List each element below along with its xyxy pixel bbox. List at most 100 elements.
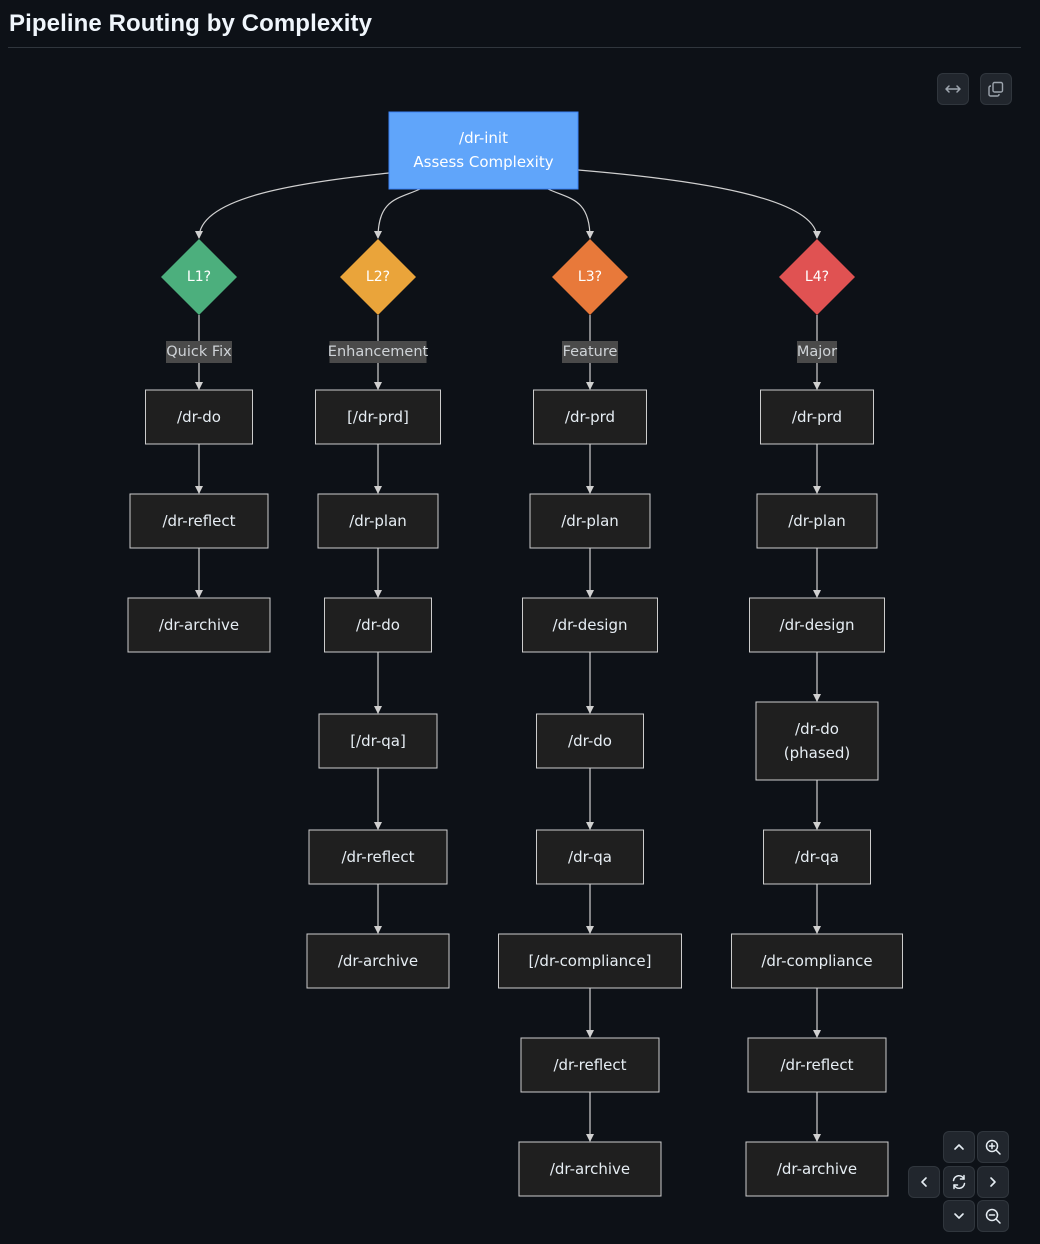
step-node[interactable]: /dr-qa — [763, 829, 871, 885]
step-box — [533, 389, 647, 445]
step-node[interactable]: /dr-prd — [760, 389, 874, 445]
step-node[interactable]: /dr-compliance — [731, 933, 903, 989]
step-node[interactable]: /dr-design — [522, 597, 658, 653]
step-label: /dr-reflect — [780, 1056, 853, 1074]
step-label: /dr-qa — [795, 848, 839, 866]
zoom-out-button[interactable] — [977, 1200, 1009, 1232]
step-box — [520, 1037, 660, 1093]
step-label: /dr-prd — [792, 408, 842, 426]
copy-icon — [987, 80, 1005, 98]
step-label: /dr-plan — [349, 512, 407, 530]
step-box — [306, 933, 450, 989]
step-node[interactable]: [/dr-qa] — [318, 713, 438, 769]
step-label: /dr-do(phased) — [784, 720, 851, 762]
step-label: /dr-plan — [561, 512, 619, 530]
reset-view-button[interactable] — [943, 1166, 975, 1198]
zoom-in-button[interactable] — [977, 1131, 1009, 1163]
zoom-in-icon — [984, 1138, 1002, 1156]
step-box — [745, 1141, 889, 1197]
decision-l2[interactable]: L2? — [340, 239, 416, 315]
step-box — [522, 597, 658, 653]
step-label: /dr-do — [177, 408, 221, 426]
step-node[interactable]: /dr-archive — [127, 597, 271, 653]
step-box — [529, 493, 651, 549]
pan-up-button[interactable] — [943, 1131, 975, 1163]
chevron-down-icon — [951, 1208, 967, 1224]
step-node[interactable]: /dr-do(phased) — [755, 701, 879, 781]
step-node[interactable]: /dr-prd — [533, 389, 647, 445]
step-node[interactable]: /dr-do — [536, 713, 644, 769]
step-box — [747, 1037, 887, 1093]
pan-down-button[interactable] — [943, 1200, 975, 1232]
step-node[interactable]: /dr-reflect — [520, 1037, 660, 1093]
edge-label-text: Quick Fix — [166, 344, 232, 360]
step-box — [127, 597, 271, 653]
step-node[interactable]: /dr-archive — [518, 1141, 662, 1197]
step-box — [315, 389, 441, 445]
decision-l4[interactable]: L4? — [779, 239, 855, 315]
step-node[interactable]: /dr-reflect — [129, 493, 269, 549]
edge-label-bg — [166, 341, 232, 363]
pan-left-button[interactable] — [908, 1166, 940, 1198]
decision-label: L2? — [366, 269, 390, 285]
step-label: /dr-qa — [568, 848, 612, 866]
node-label: Assess Complexity — [413, 153, 553, 171]
flow-edge — [547, 188, 594, 239]
step-node[interactable]: /dr-reflect — [308, 829, 448, 885]
step-node[interactable]: /dr-archive — [306, 933, 450, 989]
edge-label-bg — [329, 341, 427, 363]
pan-right-button[interactable] — [977, 1166, 1009, 1198]
step-box — [760, 389, 874, 445]
step-node[interactable]: /dr-design — [749, 597, 885, 653]
step-box — [318, 713, 438, 769]
edge-label: Quick Fix — [166, 341, 232, 363]
step-node[interactable]: /dr-do — [324, 597, 432, 653]
edge-label: Major — [797, 341, 837, 363]
step-node[interactable]: /dr-plan — [756, 493, 878, 549]
decision-diamond — [552, 239, 628, 315]
step-label: [/dr-qa] — [350, 732, 406, 750]
reset-icon — [950, 1173, 968, 1191]
decision-l1[interactable]: L1? — [161, 239, 237, 315]
edge-label-layer: Quick Fix Enhancement Feature Major — [166, 341, 837, 363]
step-label: /dr-reflect — [341, 848, 414, 866]
edge-label-text: Major — [797, 344, 837, 360]
step-label: /dr-design — [553, 616, 628, 634]
step-node[interactable]: /dr-plan — [317, 493, 439, 549]
step-node[interactable]: /dr-qa — [536, 829, 644, 885]
step-box — [498, 933, 682, 989]
decision-diamond — [161, 239, 237, 315]
edge-label-bg — [797, 341, 837, 363]
flow-edge — [374, 188, 421, 239]
flow-edge — [195, 172, 390, 239]
decision-label: L4? — [805, 269, 829, 285]
zoom-out-icon — [984, 1207, 1002, 1225]
step-label: /dr-archive — [550, 1160, 630, 1178]
step-label: /dr-reflect — [162, 512, 235, 530]
copy-button[interactable] — [980, 73, 1012, 105]
expand-button[interactable] — [937, 73, 969, 105]
decision-diamond — [779, 239, 855, 315]
node-box — [388, 111, 579, 190]
step-node[interactable]: /dr-plan — [529, 493, 651, 549]
step-label: /dr-compliance — [761, 952, 872, 970]
step-box — [308, 829, 448, 885]
edge-label-bg — [562, 341, 618, 363]
edge-label: Feature — [562, 341, 618, 363]
decision-l3[interactable]: L3? — [552, 239, 628, 315]
node-label: /dr-init — [459, 129, 508, 147]
edge-layer — [195, 169, 821, 1142]
step-label: /dr-do — [356, 616, 400, 634]
step-node[interactable]: /dr-do — [145, 389, 253, 445]
step-node[interactable]: /dr-reflect — [747, 1037, 887, 1093]
decision-diamond — [340, 239, 416, 315]
step-box — [145, 389, 253, 445]
step-node[interactable]: [/dr-prd] — [315, 389, 441, 445]
edge-label: Enhancement — [328, 341, 429, 363]
step-box — [518, 1141, 662, 1197]
title-divider — [8, 47, 1021, 48]
step-node[interactable]: /dr-archive — [745, 1141, 889, 1197]
step-node[interactable]: [/dr-compliance] — [498, 933, 682, 989]
step-box — [756, 493, 878, 549]
